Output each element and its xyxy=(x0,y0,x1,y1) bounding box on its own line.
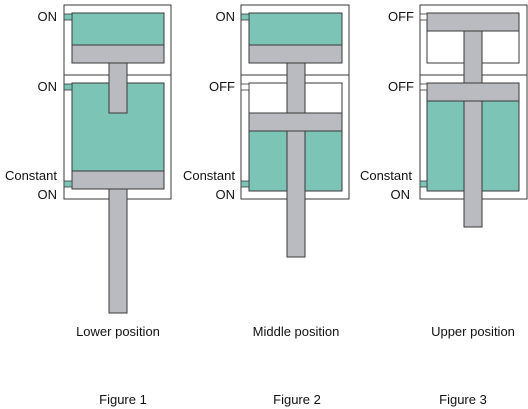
upper-piston-rod xyxy=(463,30,483,84)
constant-port-marker xyxy=(63,180,73,188)
mid-port-marker xyxy=(240,83,250,91)
upper-piston-head xyxy=(71,44,165,64)
mid-port-label: ON xyxy=(38,79,58,94)
upper-chamber-fluid xyxy=(248,12,343,46)
mid-port-label: OFF xyxy=(388,79,414,94)
figure-caption: Figure 3 xyxy=(439,392,487,407)
upper-chamber-fluid xyxy=(71,12,165,46)
constant-port-marker xyxy=(240,180,250,188)
lower-piston-head xyxy=(248,112,343,132)
top-port-marker xyxy=(240,13,250,21)
figure-2: ON OFF Constant ON Middle position Figur… xyxy=(183,4,350,407)
bottom-port-label: ON xyxy=(391,187,411,202)
upper-piston-rod xyxy=(108,62,128,114)
top-port-label: ON xyxy=(38,9,58,24)
position-label: Lower position xyxy=(76,324,160,339)
mid-port-marker xyxy=(419,83,428,91)
figure-caption: Figure 2 xyxy=(273,392,321,407)
upper-piston-rod xyxy=(286,62,306,114)
constant-label: Constant xyxy=(183,168,235,183)
figure-caption: Figure 1 xyxy=(99,392,147,407)
bottom-port-label: ON xyxy=(38,187,58,202)
constant-label: Constant xyxy=(5,168,57,183)
output-rod xyxy=(463,100,483,228)
constant-label: Constant xyxy=(360,168,412,183)
top-port-marker xyxy=(419,13,428,21)
mid-port-marker xyxy=(63,83,73,91)
mid-port-label: OFF xyxy=(209,79,235,94)
bottom-port-label: ON xyxy=(216,187,236,202)
output-rod xyxy=(108,188,128,314)
top-port-label: ON xyxy=(216,9,236,24)
position-label: Middle position xyxy=(253,324,340,339)
figure-3: OFF OFF Constant ON Upper position Figur… xyxy=(360,4,528,407)
lower-piston-head xyxy=(71,170,165,190)
upper-piston-head xyxy=(248,44,343,64)
constant-port-marker xyxy=(419,180,428,188)
top-port-marker xyxy=(63,13,73,21)
upper-piston-head xyxy=(426,12,520,32)
top-port-label: OFF xyxy=(388,9,414,24)
figure-1: ON ON Constant ON Lower position Figure … xyxy=(5,4,172,407)
position-label: Upper position xyxy=(431,324,515,339)
output-rod xyxy=(286,130,306,258)
lower-piston-head xyxy=(426,82,520,102)
